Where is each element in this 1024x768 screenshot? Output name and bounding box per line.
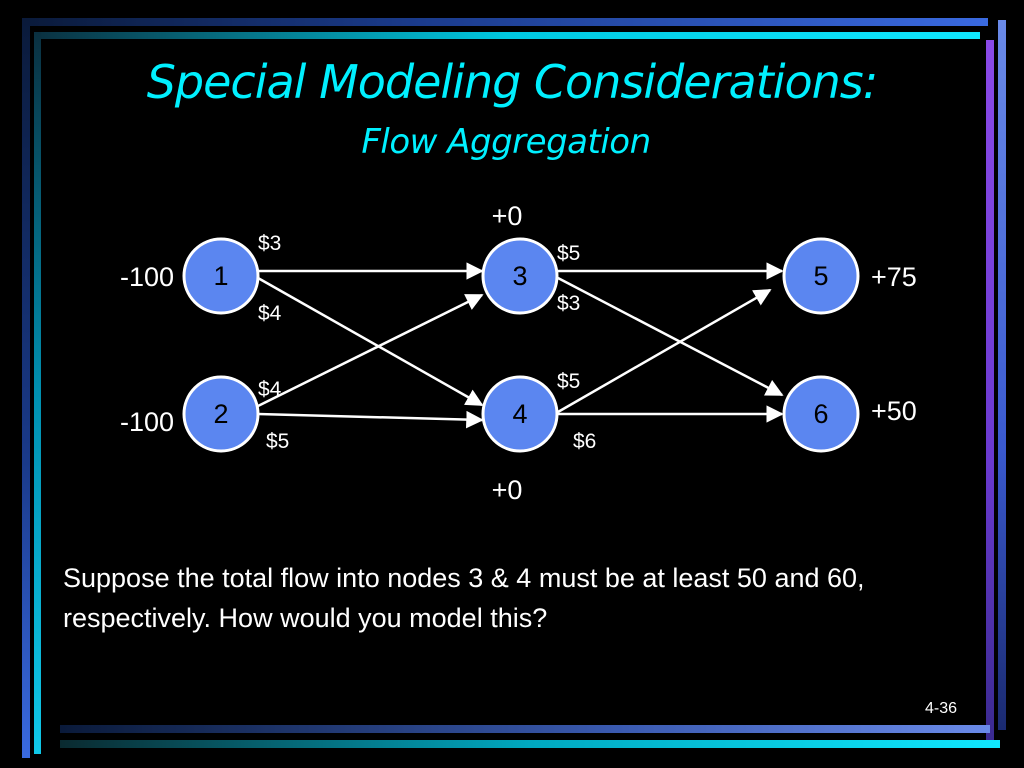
frame-bar-right [986,40,994,740]
frame-bar-left-inner [34,32,41,754]
node-6: 6 [782,375,860,453]
question-text: Suppose the total flow into nodes 3 & 4 … [63,563,865,633]
cost-label-1-3: $3 [258,232,281,255]
node-4: 4 [481,375,559,453]
frame-bar-bottom-inner [60,740,1000,748]
arc-2-4 [257,410,484,429]
cost-label-3-6: $3 [557,292,580,315]
node-2: 2 [182,375,260,453]
arc-3-6 [557,276,784,397]
supply-label-node-6: +50 [871,396,917,426]
frame-bar-left [22,18,30,758]
supply-label-node-3: +0 [492,201,523,231]
slide-title: Special Modeling Considerations: [146,55,879,109]
cost-label-2-4: $5 [266,430,289,453]
node-3: 3 [481,237,559,315]
arc-2-3 [257,293,484,408]
node-1: 1 [182,237,260,315]
arc-1-4 [257,276,484,407]
node-6-label: 6 [813,399,828,429]
node-3-label: 3 [512,261,527,291]
node-5-label: 5 [813,261,828,291]
cost-label-4-6: $6 [573,430,596,453]
supply-label-node-2: -100 [120,407,174,437]
supply-label-node-1: -100 [120,262,174,292]
frame-bar-right-outer [998,20,1006,730]
cost-label-3-5: $5 [557,242,580,265]
page-number: 4-36 [925,700,958,717]
frame-bar-top-inner [34,32,980,39]
node-5: 5 [782,237,860,315]
cost-label-4-5: $5 [557,370,580,393]
arc-4-5 [557,288,772,414]
frame-bar-top [22,18,988,26]
cost-label-2-3: $4 [258,378,282,401]
supply-label-node-4: +0 [492,475,523,505]
frame-bar-bottom [60,725,990,733]
supply-label-node-5: +75 [871,262,917,292]
cost-label-1-4: $4 [258,302,282,325]
node-1-label: 1 [213,261,228,291]
node-4-label: 4 [512,399,527,429]
slide-subtitle: Flow Aggregation [361,122,651,162]
node-2-label: 2 [213,399,228,429]
